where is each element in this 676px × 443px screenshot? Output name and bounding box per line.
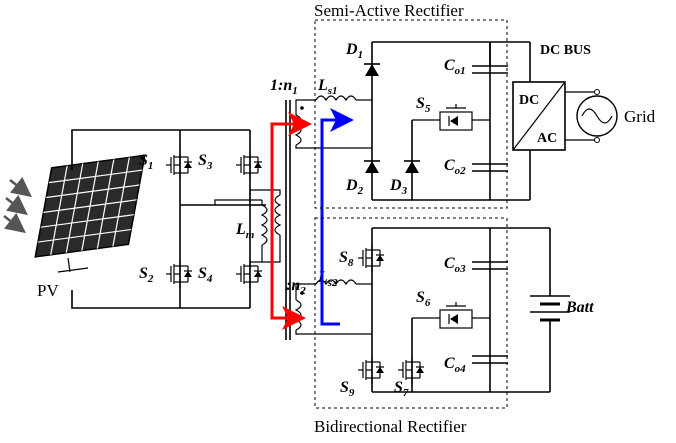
ls1-label: Ls1 xyxy=(317,77,338,97)
bidirectional-rectifier-box xyxy=(314,217,508,409)
diode-d1-icon xyxy=(363,63,381,77)
s9-label: S9 xyxy=(340,379,355,399)
co1-label: Co1 xyxy=(444,57,466,77)
capacitor-co3-icon xyxy=(472,261,508,270)
switch-s9-icon xyxy=(357,355,385,385)
pv-panel-icon xyxy=(34,154,146,273)
battery-icon xyxy=(530,295,570,322)
switch-s5-icon xyxy=(439,104,473,131)
turns-ratio-n2-label: :n2 xyxy=(286,277,306,297)
bidirectional-title: Bidirectional Rectifier xyxy=(314,417,467,436)
semi-active-title: Semi-Active Rectifier xyxy=(314,1,464,20)
co4-label: Co4 xyxy=(444,355,466,375)
switch-s1-icon xyxy=(165,150,193,180)
turns-ratio-n1-label: 1:n1 xyxy=(270,77,298,97)
dc-bus-label: DC BUS xyxy=(540,43,591,58)
d3-label: D3 xyxy=(389,177,408,197)
co3-label: Co3 xyxy=(444,255,466,275)
switch-s6-icon xyxy=(439,302,473,329)
d1-label: D1 xyxy=(345,41,363,61)
s5-label: S5 xyxy=(416,95,431,115)
switch-s2-icon xyxy=(165,259,193,289)
pv-label: PV xyxy=(37,281,59,300)
switch-s8-icon xyxy=(357,243,385,273)
s4-label: S4 xyxy=(198,265,213,285)
d2-label: D2 xyxy=(345,177,364,197)
transformer-icon xyxy=(274,100,304,340)
s3-label: S3 xyxy=(198,152,213,172)
diode-d2-icon xyxy=(363,160,381,174)
ls2-label: Ls2 xyxy=(317,269,338,289)
s6-label: S6 xyxy=(416,289,431,309)
power-flow-blue-arrow xyxy=(320,118,344,326)
sunlight-arrows xyxy=(3,176,32,234)
s2-label: S2 xyxy=(139,265,154,285)
ls1-inductor-icon xyxy=(315,95,357,102)
inverter-icon: DC AC xyxy=(512,81,566,151)
batt-label: Batt xyxy=(565,299,594,316)
s8-label: S8 xyxy=(339,249,354,269)
grid-source-icon xyxy=(576,95,618,137)
co2-label: Co2 xyxy=(444,157,466,177)
capacitor-co2-icon xyxy=(472,163,508,172)
lm-label: Lm xyxy=(235,221,255,241)
switch-s4-icon xyxy=(235,259,263,289)
svg-text:AC: AC xyxy=(537,131,557,146)
s7-label: S7 xyxy=(394,379,409,399)
capacitor-co4-icon xyxy=(472,355,508,364)
s1-label: S1 xyxy=(139,152,153,172)
grid-label: Grid xyxy=(624,107,656,126)
lm-inductor-icon xyxy=(260,204,268,246)
semi-active-rectifier-box xyxy=(314,19,508,209)
svg-text:DC: DC xyxy=(519,93,539,108)
switch-s3-icon xyxy=(235,150,263,180)
